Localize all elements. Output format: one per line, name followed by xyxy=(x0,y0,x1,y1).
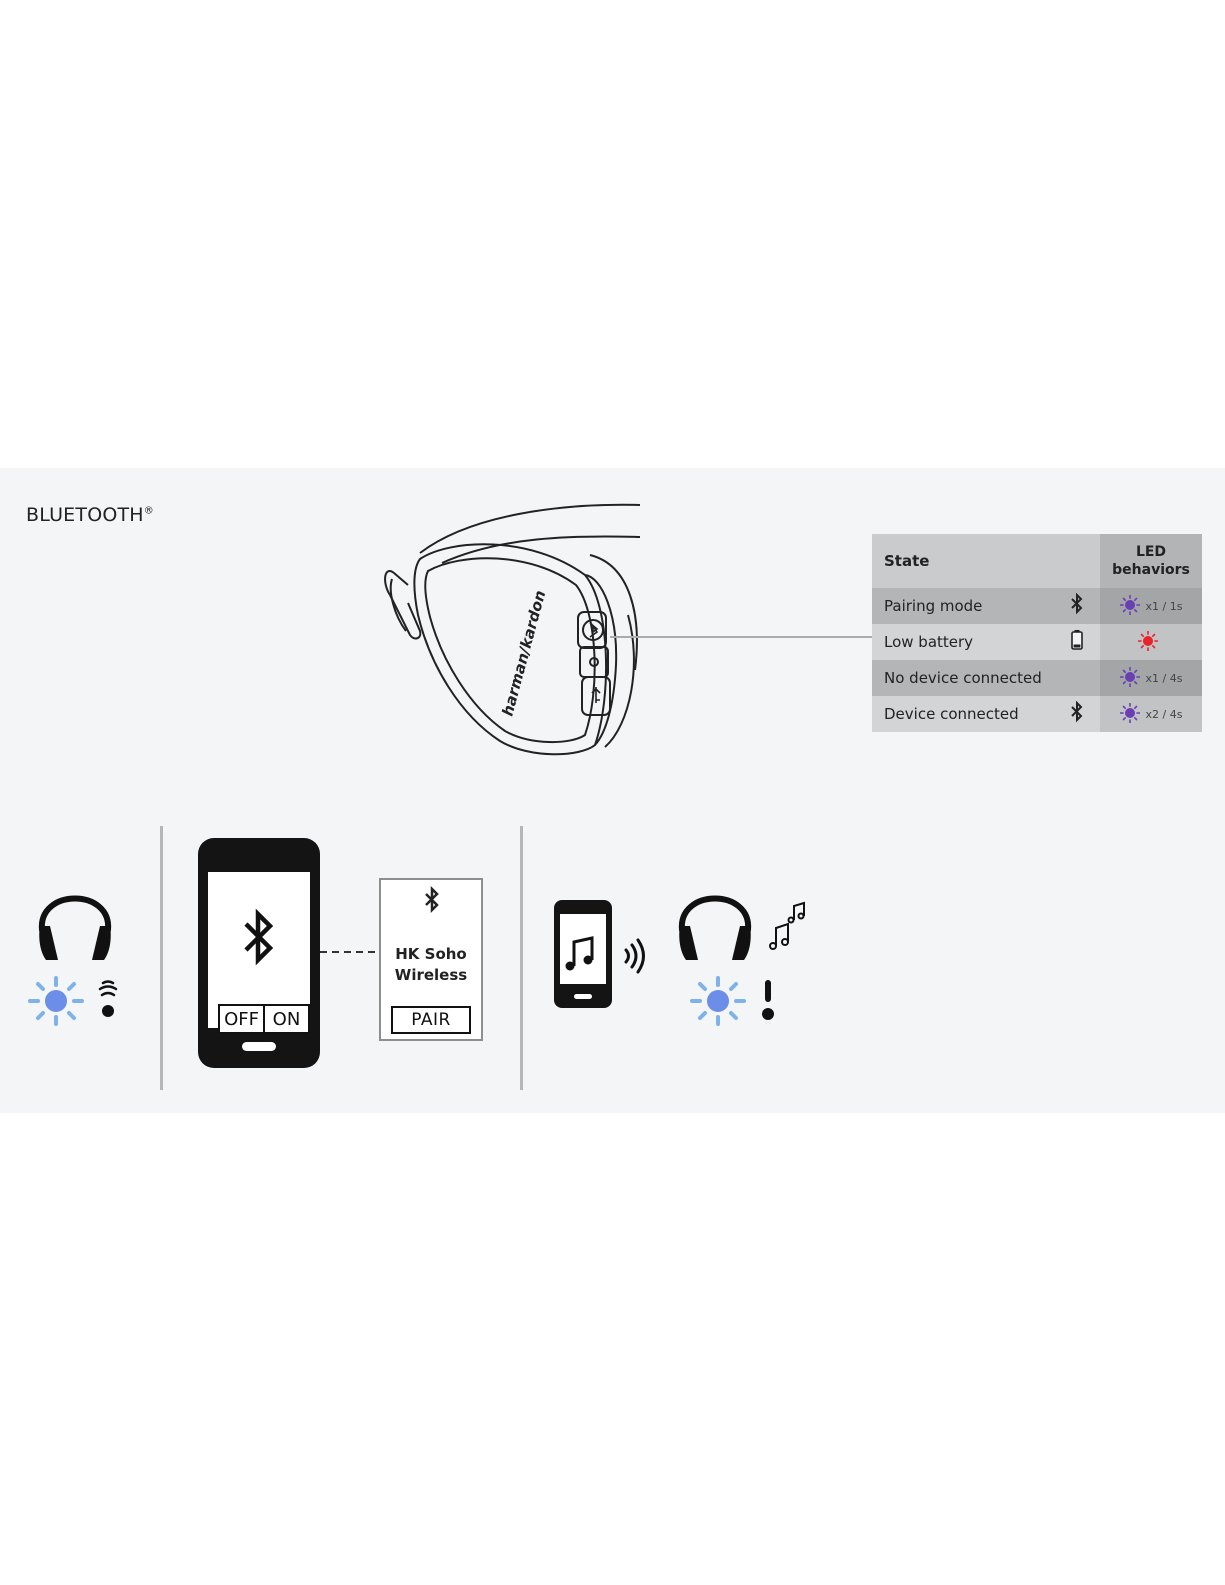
headphones-icon xyxy=(34,868,116,964)
bluetooth-icon xyxy=(1070,593,1084,615)
led-timing: x2 / 4s xyxy=(1146,708,1183,721)
led-indicator-icon xyxy=(1120,703,1140,726)
state-cell: Pairing mode xyxy=(872,588,1100,624)
state-cell: Low battery xyxy=(872,624,1100,660)
led-timing: x1 / 1s xyxy=(1146,600,1183,613)
smartphone-music-icon xyxy=(554,900,612,1008)
connector-line xyxy=(610,636,872,638)
state-cell: Device connected xyxy=(872,696,1100,732)
headphones-icon xyxy=(674,868,756,964)
table-row: Pairing mode x1 / 1s xyxy=(872,588,1202,624)
battery-low-icon xyxy=(1070,629,1084,651)
pair-button[interactable]: PAIR xyxy=(391,1006,471,1034)
step-divider xyxy=(520,826,523,1090)
toggle-on[interactable]: ON xyxy=(263,1006,308,1032)
music-notes-icon xyxy=(766,900,810,956)
state-label: Device connected xyxy=(884,705,1019,723)
led-indicator-icon xyxy=(1138,631,1158,654)
led-indicator-icon xyxy=(1120,667,1140,690)
state-label: Low battery xyxy=(884,633,973,651)
table-row: Low battery xyxy=(872,624,1202,660)
led-cell: x2 / 4s xyxy=(1100,696,1202,732)
headphone-earcup-illustration: harman/kardon xyxy=(380,495,650,770)
led-cell: x1 / 4s xyxy=(1100,660,1202,696)
led-cell xyxy=(1100,624,1202,660)
press-hold-icon xyxy=(96,978,120,1020)
dashed-connection-line xyxy=(320,950,380,954)
led-indicator-icon xyxy=(1120,595,1140,618)
short-press-icon xyxy=(760,980,776,1022)
blue-led-icon xyxy=(688,976,748,1026)
led-cell: x1 / 1s xyxy=(1100,588,1202,624)
state-label: No device connected xyxy=(884,669,1042,687)
table-row: Device connected x2 / 4s xyxy=(872,696,1202,732)
state-label: Pairing mode xyxy=(884,597,982,615)
device-name: HK Soho Wireless xyxy=(381,944,481,986)
blue-led-icon xyxy=(26,976,86,1026)
toggle-off[interactable]: OFF xyxy=(220,1006,263,1032)
table-row: No device connected x1 / 4s xyxy=(872,660,1202,696)
wireless-waves-icon xyxy=(622,938,648,974)
bluetooth-toggle[interactable]: OFF ON xyxy=(218,1004,310,1034)
state-icon-slot xyxy=(1070,629,1084,655)
section-title: BLUETOOTH® xyxy=(26,504,154,526)
pair-dialog: HK Soho Wireless PAIR xyxy=(379,878,483,1041)
headphone-brand-label: harman/kardon xyxy=(498,588,549,718)
state-icon-slot xyxy=(1070,593,1084,619)
state-column-header: State xyxy=(872,534,1100,588)
bluetooth-icon xyxy=(1070,701,1084,723)
table-body: Pairing mode x1 / 1s Low battery No device … xyxy=(872,588,1202,732)
bluetooth-icon xyxy=(242,908,276,966)
step-divider xyxy=(160,826,163,1090)
led-timing: x1 / 4s xyxy=(1146,672,1183,685)
state-icon-slot xyxy=(1070,701,1084,727)
bluetooth-icon xyxy=(423,886,441,914)
state-cell: No device connected xyxy=(872,660,1100,696)
